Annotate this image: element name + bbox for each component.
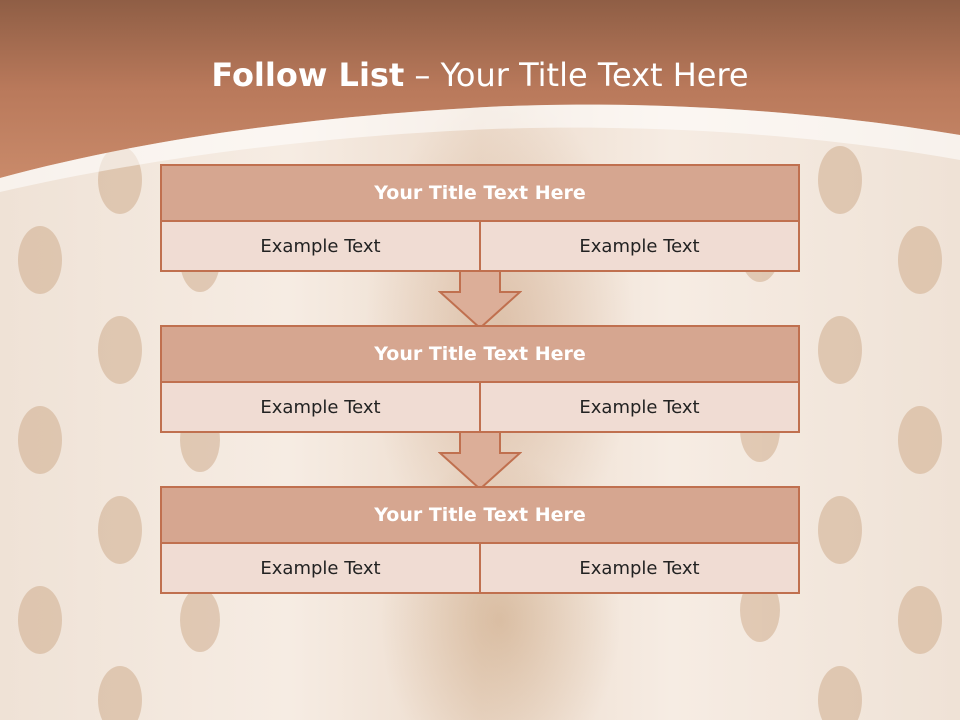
- header-band: [0, 0, 960, 192]
- step-row: Example Text Example Text: [162, 383, 798, 431]
- step-cell-left: Example Text: [260, 557, 381, 579]
- step-row: Example Text Example Text: [162, 222, 798, 270]
- step-cell-left: Example Text: [260, 235, 381, 257]
- title-rest: – Your Title Text Here: [404, 56, 749, 94]
- step-cell-right: Example Text: [479, 544, 798, 592]
- step-box-2: Your Title Text Here Example Text Exampl…: [160, 325, 800, 433]
- step-title: Your Title Text Here: [162, 327, 798, 383]
- step-cell-right: Example Text: [479, 222, 798, 270]
- step-row: Example Text Example Text: [162, 544, 798, 592]
- title-bold: Follow List: [211, 56, 405, 94]
- step-title: Your Title Text Here: [162, 488, 798, 544]
- step-title: Your Title Text Here: [162, 166, 798, 222]
- step-cell-left: Example Text: [260, 396, 381, 418]
- down-arrow-icon: [438, 431, 522, 491]
- step-cell-right: Example Text: [479, 383, 798, 431]
- step-box-1: Your Title Text Here Example Text Exampl…: [160, 164, 800, 272]
- slide-title: Follow List – Your Title Text Here: [0, 55, 960, 95]
- step-box-3: Your Title Text Here Example Text Exampl…: [160, 486, 800, 594]
- down-arrow-icon: [438, 270, 522, 330]
